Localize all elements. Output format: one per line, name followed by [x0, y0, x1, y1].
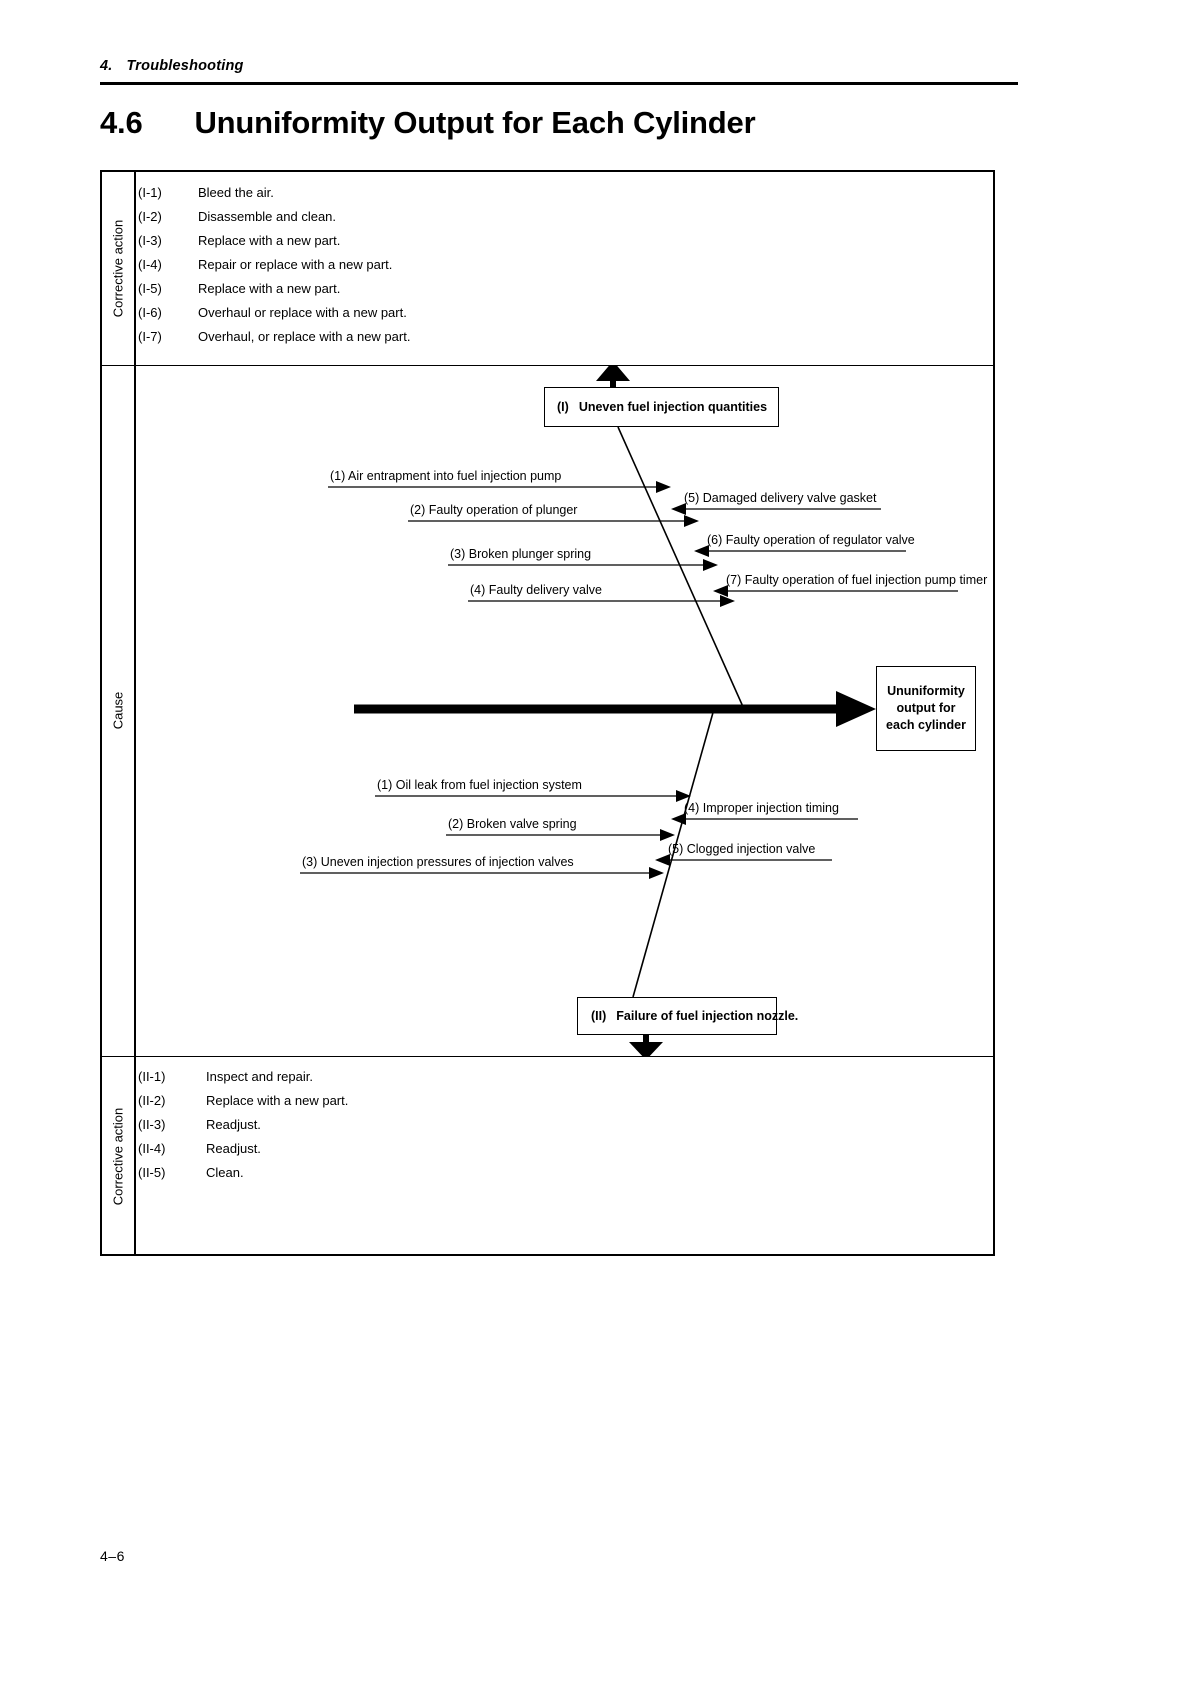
- effect-line-2: output for: [896, 701, 956, 715]
- category-box-i: (I) Uneven fuel injection quantities: [544, 387, 779, 427]
- cause-arrowhead: [694, 545, 709, 557]
- header-divider-rule: [100, 82, 1018, 85]
- bone-category-ii: [632, 708, 715, 998]
- band-label-cause: Cause: [102, 365, 134, 1056]
- section-number: 4.6: [100, 105, 143, 140]
- action-row: (I-6) Overhaul or replace with a new par…: [136, 301, 993, 325]
- action-text: Readjust.: [206, 1117, 261, 1132]
- action-text: Replace with a new part.: [198, 281, 341, 296]
- action-row: (II-5) Clean.: [136, 1161, 993, 1185]
- cause-arrowhead: [655, 854, 670, 866]
- cause-arrowhead: [671, 503, 686, 515]
- page-number: 4–6: [100, 1548, 125, 1564]
- effect-line-3: each cylinder: [886, 718, 966, 732]
- action-row: (II-1) Inspect and repair.: [136, 1065, 993, 1089]
- action-code: (II-1): [138, 1069, 166, 1084]
- action-row: (I-1) Bleed the air.: [136, 181, 993, 205]
- cause-arrowhead: [656, 481, 671, 493]
- action-row: (I-7) Overhaul, or replace with a new pa…: [136, 325, 993, 349]
- band-label-text: Corrective action: [110, 1107, 126, 1205]
- cause-arrowhead: [713, 585, 728, 597]
- cause-label-ii-4: (4) Improper injection timing: [684, 801, 839, 815]
- cause-arrowhead: [676, 790, 691, 802]
- cause-label-i-5: (5) Damaged delivery valve gasket: [684, 491, 877, 505]
- fishbone-lines: [300, 365, 958, 1056]
- action-text: Disassemble and clean.: [198, 209, 337, 224]
- band-divider-lower: [102, 1056, 993, 1057]
- band-label-corrective-action-top: Corrective action: [102, 172, 134, 365]
- category-title: Uneven fuel injection quantities: [578, 400, 768, 414]
- cause-label-i-7: (7) Faulty operation of fuel injection p…: [726, 573, 988, 587]
- action-code: (I-1): [138, 185, 162, 200]
- header-chapter-title: Troubleshooting: [126, 58, 244, 74]
- action-code: (II-2): [138, 1093, 166, 1108]
- action-code: (I-7): [138, 329, 162, 344]
- bone-category-i: [617, 426, 745, 710]
- cause-label-i-2: (2) Faulty operation of plunger: [410, 503, 578, 517]
- spine-arrowhead-icon: [836, 691, 876, 727]
- side-label-divider: [134, 172, 136, 1254]
- band-label-text: Cause: [110, 691, 126, 730]
- cause-arrowhead: [684, 515, 699, 527]
- page-title: 4.6 Ununiformity Output for Each Cylinder: [100, 105, 756, 141]
- cause-arrowhead: [720, 595, 735, 607]
- action-row: (II-2) Replace with a new part.: [136, 1089, 993, 1113]
- action-text: Replace with a new part.: [206, 1093, 349, 1108]
- action-text: Clean.: [206, 1165, 244, 1180]
- arrow-down-head-icon: [629, 1042, 663, 1056]
- section-title-text: Ununiformity Output for Each Cylinder: [194, 105, 756, 140]
- cause-label-i-6: (6) Faulty operation of regulator valve: [707, 533, 915, 547]
- band-label-corrective-action-bottom: Corrective action: [102, 1056, 134, 1256]
- action-code: (I-6): [138, 305, 162, 320]
- action-text: Replace with a new part.: [198, 233, 341, 248]
- fishbone-diagram: (I) Uneven fuel injection quantities (II…: [136, 365, 993, 1056]
- effect-line-1: Ununiformity: [887, 684, 965, 698]
- cause-arrowhead: [703, 559, 718, 571]
- action-row: (I-5) Replace with a new part.: [136, 277, 993, 301]
- band-divider-upper: [102, 365, 993, 366]
- action-code: (I-4): [138, 257, 162, 272]
- cause-arrowhead: [649, 867, 664, 879]
- band-label-text: Corrective action: [110, 219, 126, 318]
- cause-label-i-4: (4) Faulty delivery valve: [470, 583, 602, 597]
- action-text: Overhaul, or replace with a new part.: [198, 329, 411, 344]
- action-code: (II-3): [138, 1117, 166, 1132]
- category-code: (II): [591, 1009, 607, 1023]
- header-chapter-number: 4.: [100, 58, 113, 74]
- effect-box: Ununiformity output for each cylinder: [876, 666, 976, 751]
- action-code: (II-4): [138, 1141, 166, 1156]
- cause-label-ii-5: (5) Clogged injection valve: [668, 842, 816, 856]
- action-row: (I-4) Repair or replace with a new part.: [136, 253, 993, 277]
- action-text: Overhaul or replace with a new part.: [198, 305, 407, 320]
- troubleshooting-chart: Corrective action Cause Corrective actio…: [100, 170, 995, 1256]
- action-row: (II-3) Readjust.: [136, 1113, 993, 1137]
- page-running-header: 4. Troubleshooting: [100, 58, 1020, 74]
- cause-arrowhead: [660, 829, 675, 841]
- header-chapter-line: 4. Troubleshooting: [100, 58, 1020, 74]
- arrow-up-head-icon: [596, 365, 630, 381]
- action-code: (I-2): [138, 209, 162, 224]
- action-code: (I-3): [138, 233, 162, 248]
- action-text: Inspect and repair.: [206, 1069, 313, 1084]
- action-text: Bleed the air.: [198, 185, 274, 200]
- corrective-action-list-bottom: (II-1) Inspect and repair. (II-2) Replac…: [136, 1056, 993, 1185]
- category-title: Failure of fuel injection nozzle.: [616, 1009, 799, 1023]
- action-row: (I-3) Replace with a new part.: [136, 229, 993, 253]
- action-code: (II-5): [138, 1165, 166, 1180]
- cause-arrowhead: [671, 813, 686, 825]
- cause-label-ii-3: (3) Uneven injection pressures of inject…: [302, 855, 574, 869]
- category-code: (I): [557, 400, 569, 414]
- action-text: Readjust.: [206, 1141, 261, 1156]
- action-text: Repair or replace with a new part.: [198, 257, 393, 272]
- action-row: (II-4) Readjust.: [136, 1137, 993, 1161]
- category-box-ii: (II) Failure of fuel injection nozzle.: [577, 997, 798, 1035]
- cause-label-i-1: (1) Air entrapment into fuel injection p…: [330, 469, 562, 483]
- action-code: (I-5): [138, 281, 162, 296]
- action-row: (I-2) Disassemble and clean.: [136, 205, 993, 229]
- cause-label-ii-2: (2) Broken valve spring: [448, 817, 577, 831]
- corrective-action-list-top: (I-1) Bleed the air. (I-2) Disassemble a…: [136, 172, 993, 349]
- cause-label-ii-1: (1) Oil leak from fuel injection system: [377, 778, 582, 792]
- cause-label-i-3: (3) Broken plunger spring: [450, 547, 592, 561]
